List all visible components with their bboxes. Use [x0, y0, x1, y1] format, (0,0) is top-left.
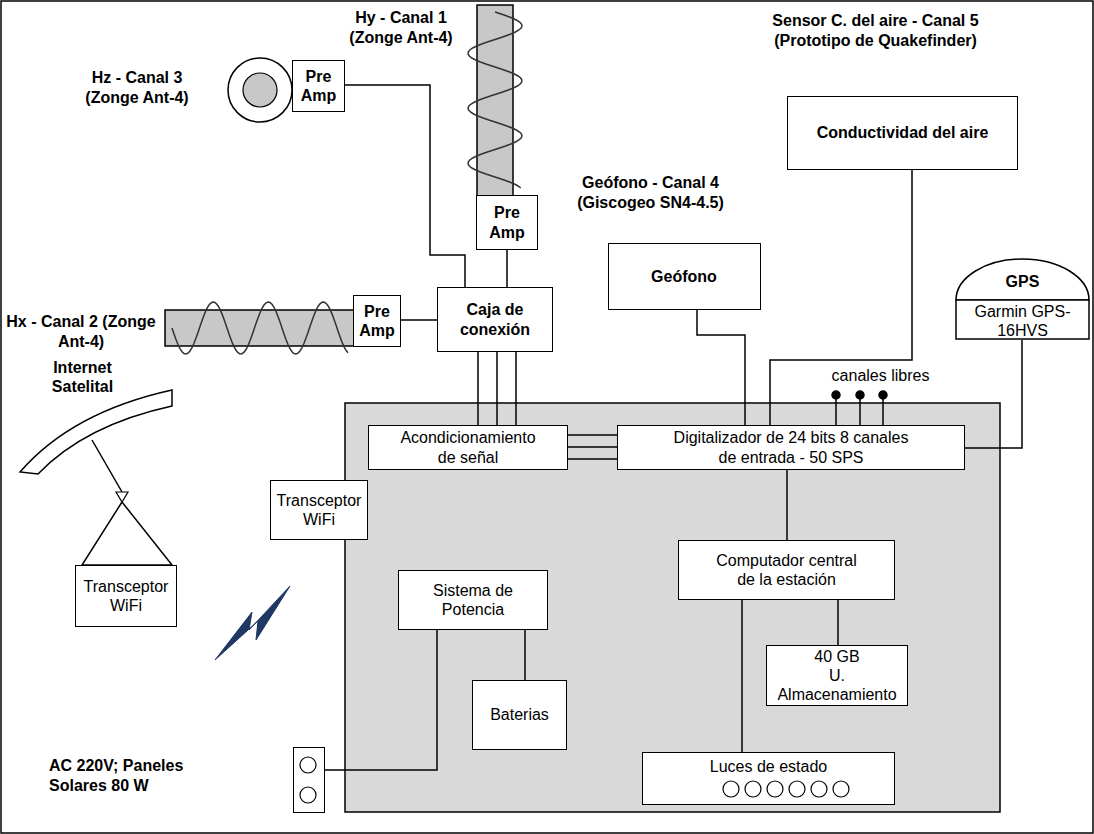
signal-wire	[524, 630, 526, 680]
node-text: U. Almacenamiento	[772, 666, 902, 704]
channel-label: canales libres	[818, 366, 943, 385]
pin-dot	[832, 391, 840, 399]
node-heading: Hy - Canal 1 (Zonge Ant-4)	[340, 8, 462, 48]
transceiver-box: Transceptor WiFi	[270, 480, 368, 540]
coil-winding	[172, 302, 348, 354]
node-text: Acondicionamiento de señal	[393, 428, 543, 466]
node-heading: Hz - Canal 3 (Zonge Ant-4)	[68, 68, 206, 108]
signal-wire	[697, 310, 745, 425]
signal-wire	[506, 250, 508, 287]
status-light	[745, 781, 761, 797]
pin-dot	[856, 391, 864, 399]
node-text: Sistema de Potencia	[423, 581, 523, 619]
socket-circle	[300, 787, 316, 803]
power-outlet: AC 220V; Paneles Solares 80 W	[293, 747, 325, 813]
pin-dot	[879, 391, 887, 399]
node-text: Luces de estado	[710, 757, 827, 776]
node-text: Garmin GPS-16HVS	[955, 302, 1090, 340]
loop-antenna	[228, 58, 292, 122]
satellite-dish	[20, 390, 172, 474]
node-text: GPS	[955, 272, 1090, 291]
outlet-sockets	[294, 748, 323, 811]
node-text: Digitalizador de 24 bits 8 canales de en…	[669, 428, 914, 466]
signal-wire	[515, 352, 517, 425]
power-box: Sistema de Potencia	[398, 570, 548, 630]
status-light	[723, 781, 739, 797]
signal-wire	[477, 352, 479, 425]
preamp-box: Pre Amp	[476, 195, 538, 250]
wireless-link-symbol	[215, 586, 290, 660]
status-light	[811, 781, 827, 797]
node-text: Computador central de la estación	[709, 551, 864, 589]
signal-wire	[568, 434, 617, 436]
process-box: Digitalizador de 24 bits 8 canales de en…	[617, 425, 965, 470]
status-lights	[721, 779, 861, 799]
gps-receiver: GPS Garmin GPS-16HVS	[955, 258, 1090, 340]
signal-wire	[496, 352, 498, 425]
signal-wire	[786, 470, 788, 540]
sensor-box: Geófono - Canal 4 (Giscogeo SN4-4.5)Geóf…	[608, 243, 761, 310]
signal-wire	[325, 630, 437, 770]
node-heading: AC 220V; Paneles Solares 80 W	[49, 756, 227, 796]
node-text: Geófono	[651, 267, 717, 286]
junction-box: Caja de conexión	[437, 287, 553, 352]
free-channel-pins	[832, 391, 887, 425]
status-light	[789, 781, 805, 797]
signal-wire	[568, 446, 617, 448]
loop-antenna: Hz - Canal 3 (Zonge Ant-4)	[228, 58, 292, 122]
sensor-box: Sensor C. del aire - Canal 5 (Prototipo …	[787, 96, 1018, 170]
signal-wire	[568, 458, 617, 460]
status-light	[833, 781, 849, 797]
preamp-box: Pre Amp	[292, 60, 345, 112]
transceiver-box: Transceptor WiFi	[75, 565, 177, 627]
node-text: Conductividad del aire	[817, 123, 989, 142]
preamp-box: Pre Amp	[353, 295, 401, 347]
gps-dome	[956, 259, 1089, 300]
node-text: Pre Amp	[359, 302, 395, 340]
node-heading: Sensor C. del aire - Canal 5 (Prototipo …	[738, 11, 1013, 51]
dish-feed-arm	[92, 440, 122, 492]
signal-wire	[401, 319, 437, 321]
dish-stand	[82, 502, 172, 565]
loop-antenna-core	[243, 73, 277, 107]
node-text: 40 GB	[814, 647, 859, 666]
signal-wire	[770, 170, 912, 425]
status-lights-box: Luces de estado	[642, 752, 895, 805]
coil-winding	[468, 12, 522, 188]
node-text: Pre Amp	[298, 67, 339, 105]
computer-box: Computador central de la estación	[678, 540, 895, 600]
station-housing	[345, 403, 1000, 812]
battery-box: Baterias	[472, 680, 567, 750]
node-text: Transceptor WiFi	[81, 577, 171, 615]
signal-wire	[965, 340, 1022, 448]
equipment-label: Internet Satelital	[45, 358, 120, 396]
node-text: Transceptor WiFi	[276, 491, 362, 529]
node-text: Caja de conexión	[443, 300, 547, 338]
node-text: Baterias	[490, 705, 549, 724]
storage-box: 40 GBU. Almacenamiento	[766, 645, 908, 706]
antenna-coil: Hy - Canal 1 (Zonge Ant-4)	[477, 5, 513, 195]
antenna-coil: Hx - Canal 2 (Zonge Ant-4)	[165, 310, 353, 346]
socket-circle	[300, 757, 316, 773]
signal-wire	[837, 600, 839, 645]
process-box: Acondicionamiento de señal	[368, 425, 568, 470]
signal-wire	[345, 85, 465, 287]
dish-feed	[116, 492, 128, 502]
status-light	[767, 781, 783, 797]
node-heading: Geófono - Canal 4 (Giscogeo SN4-4.5)	[546, 173, 756, 213]
node-heading: Hx - Canal 2 (Zonge Ant-4)	[5, 312, 157, 352]
node-text: Pre Amp	[485, 203, 529, 241]
signal-wire	[741, 600, 743, 752]
